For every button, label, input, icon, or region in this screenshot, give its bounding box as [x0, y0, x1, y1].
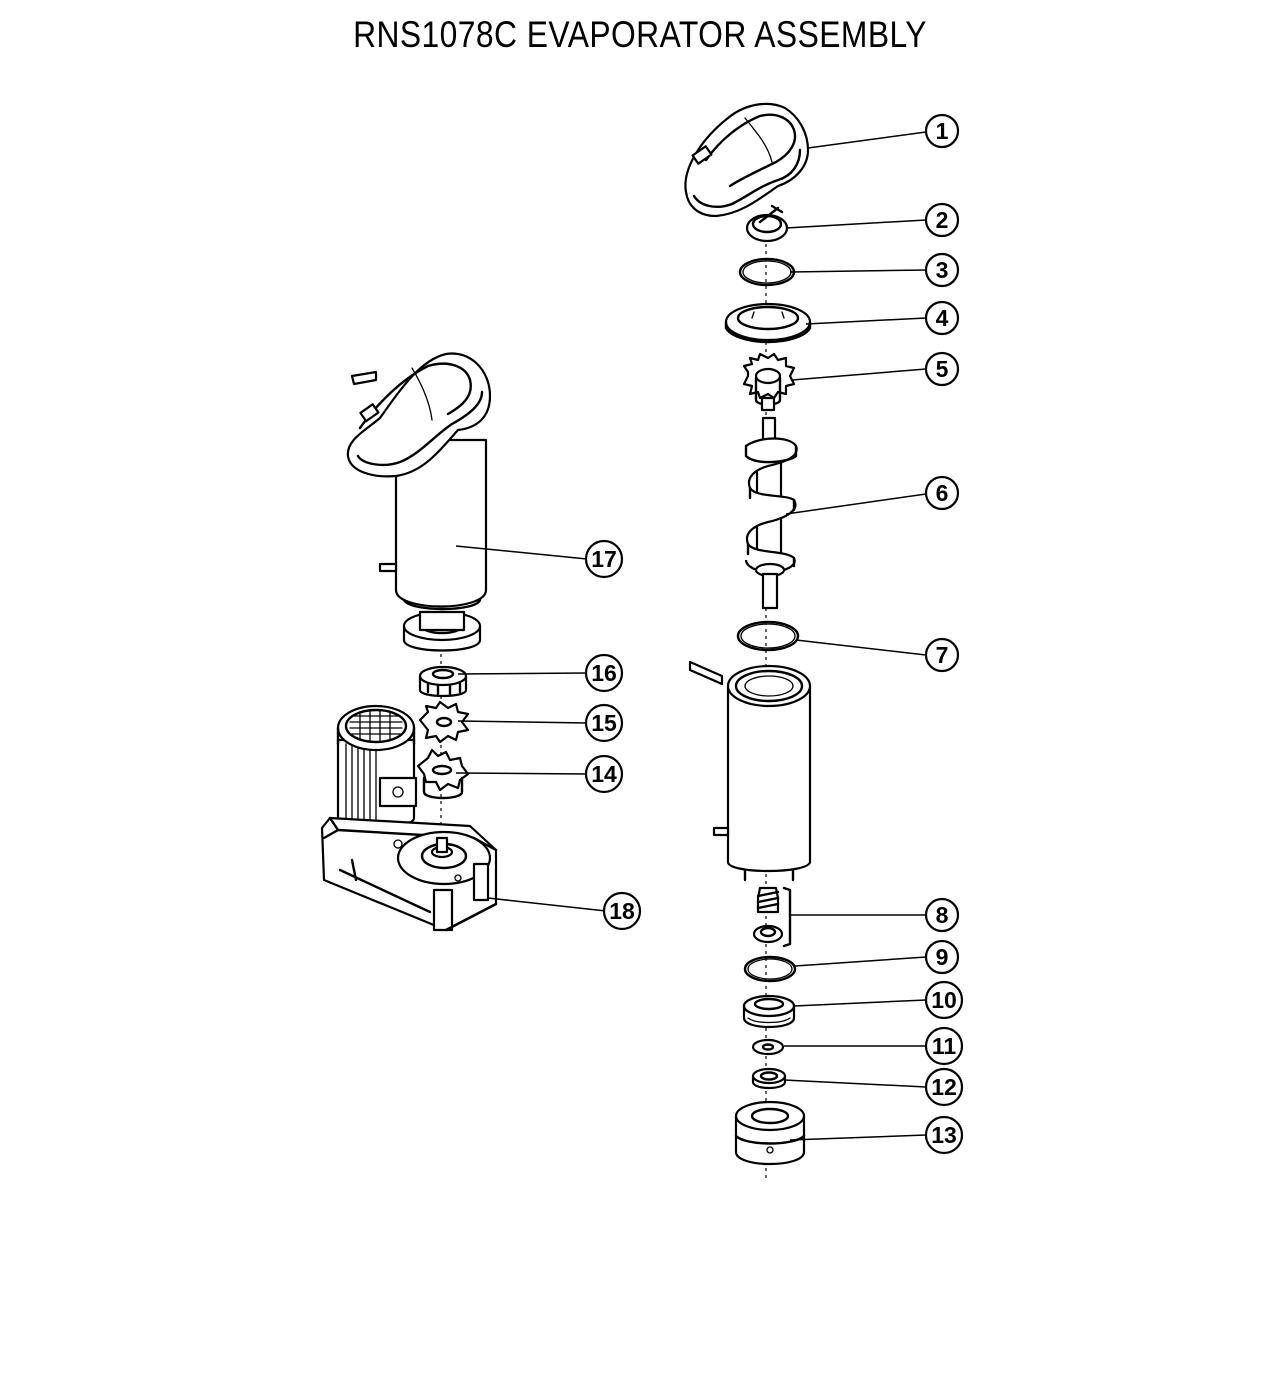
callout-12: 12 — [924, 1067, 964, 1107]
part-12-bearing — [751, 1067, 787, 1090]
callout-14: 14 — [584, 754, 624, 794]
svg-text:1: 1 — [936, 118, 949, 144]
svg-text:6: 6 — [936, 480, 949, 506]
callout-10: 10 — [924, 980, 964, 1020]
part-16-coupling-hub — [418, 665, 468, 698]
part-9-o-ring — [743, 955, 797, 983]
callout-16: 16 — [584, 653, 624, 693]
callout-5: 5 — [924, 351, 960, 387]
svg-text:3: 3 — [936, 257, 949, 283]
callout-3: 3 — [924, 252, 960, 288]
part-13-coupling-flange — [734, 1100, 806, 1166]
part-14-motor-coupling — [416, 748, 470, 800]
svg-text:18: 18 — [609, 898, 635, 924]
part-10-bearing-housing — [742, 994, 796, 1028]
part-4-flange-plate — [724, 302, 812, 344]
svg-text:14: 14 — [591, 761, 617, 787]
part-8-spring-seal — [752, 886, 792, 948]
svg-text:17: 17 — [591, 546, 617, 572]
svg-text:4: 4 — [936, 305, 949, 331]
part-7-o-ring — [736, 620, 800, 652]
leader-lines — [455, 131, 927, 1141]
svg-text:13: 13 — [931, 1122, 957, 1148]
part-2-knob — [745, 204, 789, 243]
svg-text:15: 15 — [591, 710, 617, 736]
callout-1: 1 — [924, 113, 960, 149]
callout-13: 13 — [924, 1115, 964, 1155]
part-1-hopper-lid — [684, 102, 810, 218]
drive-motor — [336, 704, 418, 829]
svg-text:11: 11 — [932, 1033, 957, 1059]
callout-7: 7 — [924, 637, 960, 673]
callout-9: 9 — [924, 939, 960, 975]
svg-text:9: 9 — [936, 944, 949, 970]
svg-text:7: 7 — [936, 642, 949, 668]
part-5-gear-bushing — [742, 352, 796, 412]
svg-text:12: 12 — [931, 1074, 957, 1100]
svg-text:10: 10 — [931, 987, 957, 1013]
part-3-o-ring — [738, 257, 796, 287]
page-title: RNS1078C EVAPORATOR ASSEMBLY — [353, 14, 927, 55]
svg-text:16: 16 — [591, 660, 617, 686]
part-11-washer — [751, 1038, 785, 1056]
part-6-auger — [744, 416, 798, 610]
callout-8: 8 — [924, 897, 960, 933]
svg-text:8: 8 — [936, 902, 949, 928]
callout-11: 11 — [924, 1026, 964, 1066]
callout-2: 2 — [924, 202, 960, 238]
callout-17: 17 — [584, 539, 624, 579]
callout-15: 15 — [584, 703, 624, 743]
callout-18: 18 — [602, 891, 642, 931]
part-18-gearbox-base — [320, 816, 498, 932]
callout-4: 4 — [924, 300, 960, 336]
callout-6: 6 — [924, 475, 960, 511]
svg-text:2: 2 — [936, 207, 949, 233]
svg-text:5: 5 — [936, 356, 949, 382]
part-15-spider-insert — [418, 700, 470, 744]
evaporator-barrel — [688, 660, 812, 882]
part-17-assembled-evaporator — [346, 352, 492, 652]
